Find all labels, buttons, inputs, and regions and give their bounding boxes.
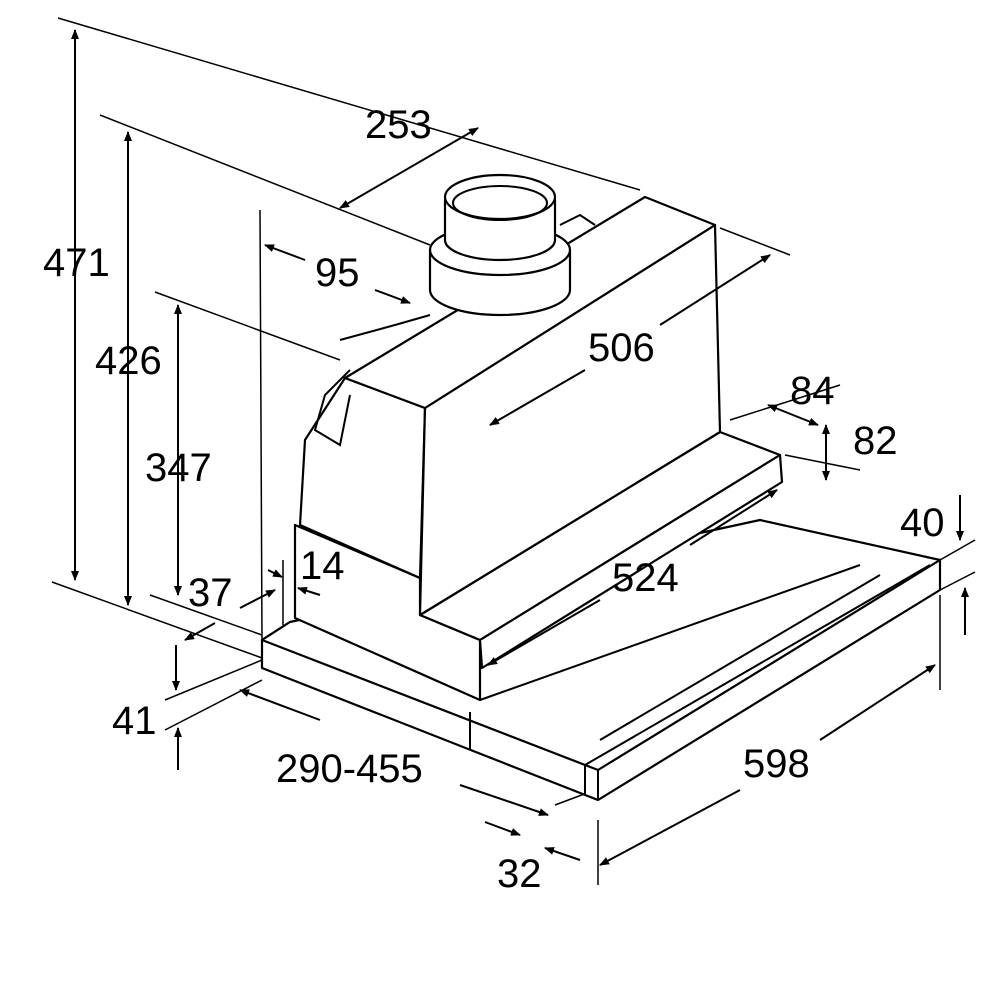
dim-253: 253 [365, 103, 432, 147]
dim-37: 37 [188, 571, 233, 615]
dim-471: 471 [43, 241, 110, 285]
dim-14: 14 [300, 544, 345, 588]
dim-524: 524 [612, 556, 679, 600]
dim-82: 82 [853, 419, 898, 463]
dim-506: 506 [588, 326, 655, 370]
dim-41: 41 [112, 699, 157, 743]
dim-32: 32 [497, 852, 542, 896]
dim-290-455: 290-455 [276, 747, 423, 791]
dim-426: 426 [95, 339, 162, 383]
dim-95: 95 [315, 251, 360, 295]
hood-body [260, 173, 942, 802]
extension-lines [51, 17, 976, 885]
dim-84: 84 [790, 369, 835, 413]
dimension-arrows [71, 29, 969, 866]
dim-347: 347 [145, 446, 212, 490]
dim-598: 598 [743, 742, 810, 786]
dim-40: 40 [900, 501, 945, 545]
